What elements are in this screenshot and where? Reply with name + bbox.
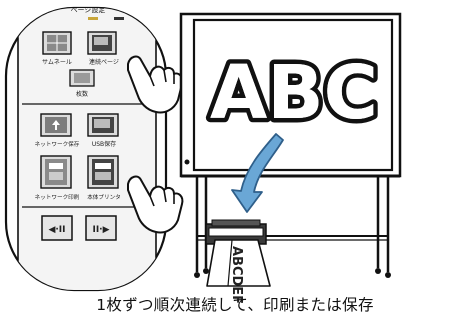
wheel-icon xyxy=(375,268,381,274)
copies-label: 枚数 xyxy=(76,90,88,98)
status-led-icon xyxy=(114,17,124,20)
thumbnail-label: サムネール xyxy=(42,59,72,66)
printed-sheet-text: ABCDEF xyxy=(229,246,244,304)
page-next-label: II·▶ xyxy=(92,225,109,235)
control-panel: ページ設定 サムネール 連続ページ 枚数 xyxy=(4,5,168,292)
usb-save-button[interactable] xyxy=(87,113,119,137)
board-text-fill: ABC xyxy=(210,50,378,136)
continuous-page-label: 連続ページ xyxy=(89,58,119,66)
printer-label: 本体プリンタ xyxy=(87,193,121,201)
network-save-label: ネットワーク保存 xyxy=(35,140,80,148)
status-led-icon xyxy=(88,17,98,20)
whiteboard: ABC ABC xyxy=(179,12,402,278)
page-back-button[interactable]: ◀·II xyxy=(41,215,73,241)
network-save-button[interactable] xyxy=(40,113,72,137)
network-print-label: ネットワーク印刷 xyxy=(35,193,80,201)
curved-arrow-icon xyxy=(231,133,284,213)
pointing-hand-icon xyxy=(127,175,184,234)
page-next-button[interactable]: II·▶ xyxy=(85,215,117,241)
panel-top-label: ページ設定 xyxy=(71,5,106,14)
caption: 1枚ずつ順次連続して、印刷または保存 xyxy=(96,296,374,314)
wheel-icon xyxy=(203,268,209,274)
board-text: ABC xyxy=(210,50,378,136)
printer xyxy=(205,219,267,245)
wheel-icon xyxy=(194,272,200,278)
page-back-label: ◀·II xyxy=(48,225,65,235)
network-print-button[interactable] xyxy=(40,155,72,189)
printed-sheet: ABCDEF xyxy=(206,239,271,304)
usb-save-label: USB保存 xyxy=(92,140,116,148)
wheel-icon xyxy=(385,272,391,278)
copies-button[interactable] xyxy=(69,69,95,87)
printer-button[interactable] xyxy=(87,155,119,189)
thumbnail-button[interactable] xyxy=(42,31,72,55)
continuous-page-button[interactable] xyxy=(87,31,117,55)
pointing-hand-icon xyxy=(127,55,184,114)
